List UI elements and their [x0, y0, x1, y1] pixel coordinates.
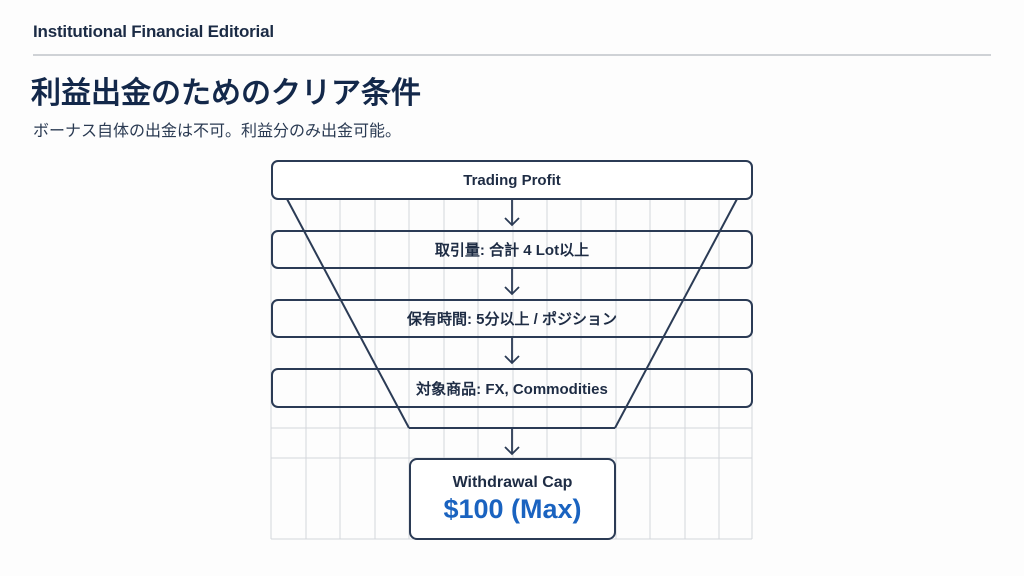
header-divider [33, 54, 991, 56]
page-subtitle: ボーナス自体の出金は不可。利益分のみ出金可能。 [33, 121, 402, 140]
page-title: 利益出金のためのクリア条件 [31, 76, 421, 111]
withdrawal-cap-label: Withdrawal Cap [452, 473, 573, 491]
withdrawal-cap-value: $100 (Max) [443, 493, 582, 524]
funnel-stage-trading-volume: 取引量: 合計 4 Lot以上 [271, 230, 753, 269]
stage-label: 保有時間: 5分以上 / ポジション [406, 311, 617, 328]
brand-name: Institutional Financial Editorial [33, 22, 274, 41]
arrow-down-icon [504, 199, 520, 456]
funnel-stage-holding-time: 保有時間: 5分以上 / ポジション [271, 299, 753, 338]
funnel-stage-eligible-products: 対象商品: FX, Commodities [271, 368, 753, 408]
stage-label: Trading Profit [463, 171, 561, 189]
stage-label: 対象商品: FX, Commodities [416, 380, 608, 398]
funnel-stage-trading-profit: Trading Profit [271, 160, 753, 200]
stage-label: 取引量: 合計 4 Lot以上 [434, 242, 590, 259]
withdrawal-cap-box: Withdrawal Cap $100 (Max) [409, 458, 616, 540]
